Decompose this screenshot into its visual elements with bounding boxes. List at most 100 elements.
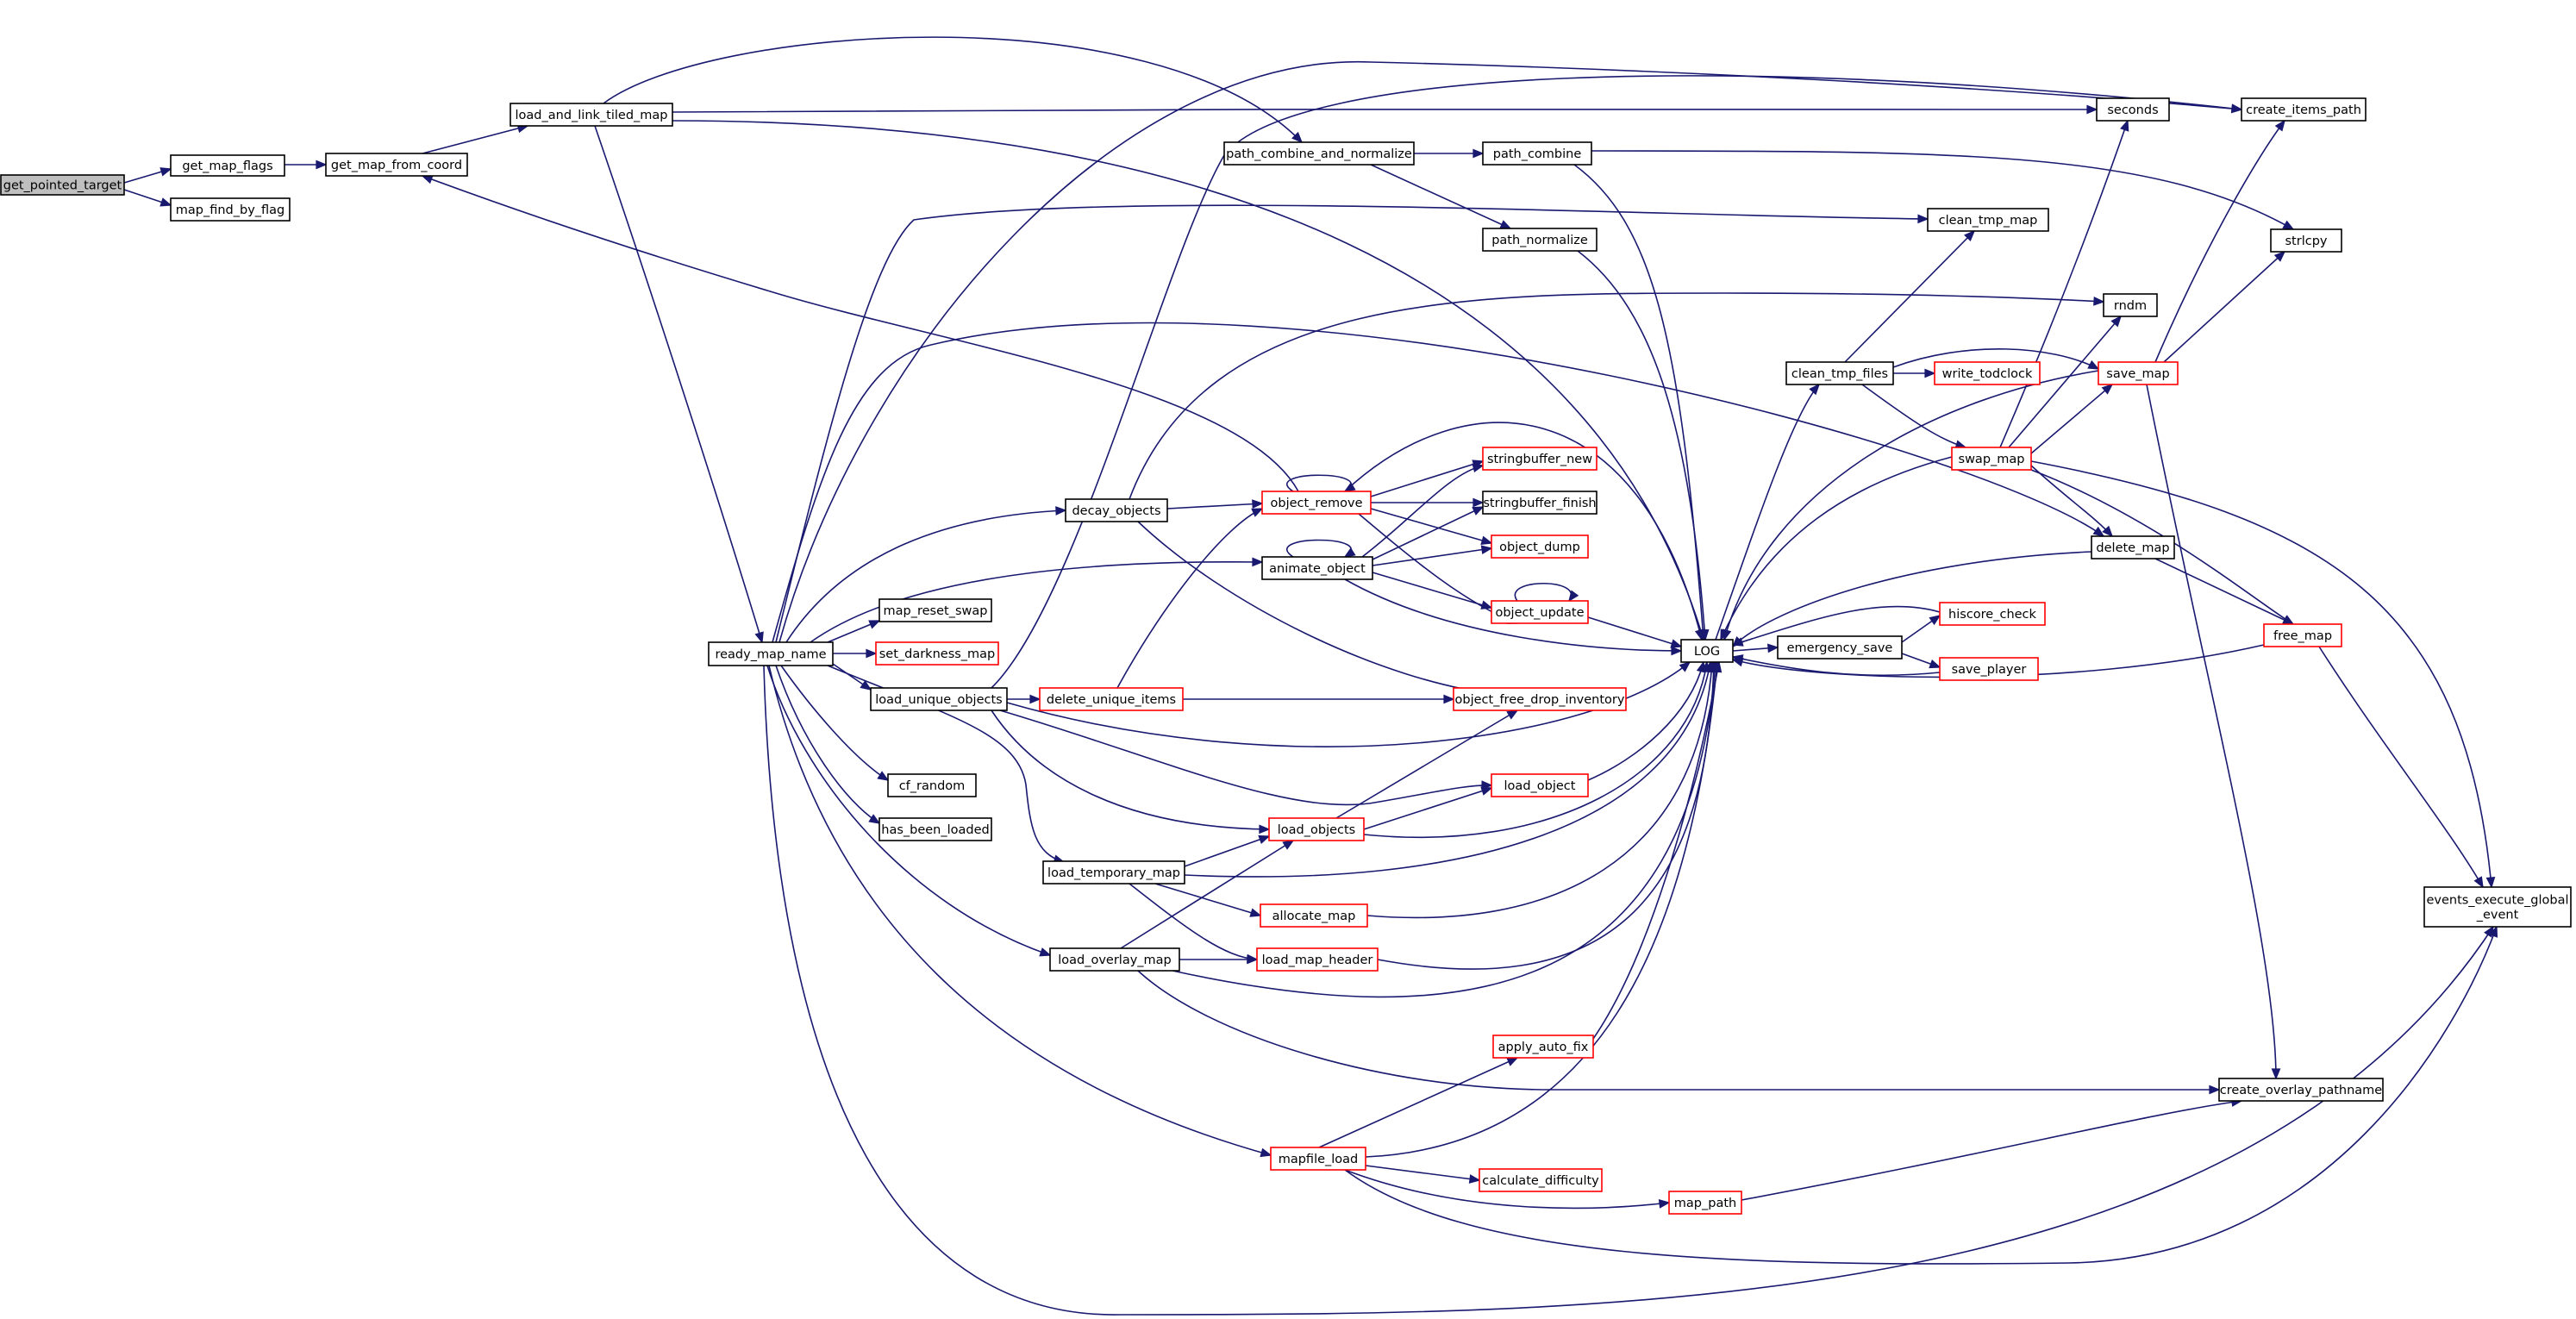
node-get_pointed_target[interactable]: get_pointed_target [0, 174, 125, 196]
node-load_map_header[interactable]: load_map_header [1256, 947, 1379, 972]
node-load_object[interactable]: load_object [1491, 773, 1589, 797]
node-box[interactable] [1482, 228, 1597, 252]
node-box[interactable] [1453, 687, 1627, 711]
node-create_overlay_pathname[interactable]: create_overlay_pathname [2218, 1078, 2384, 1102]
node-save_map[interactable]: save_map [2098, 361, 2179, 385]
node-events_execute_global_event[interactable]: events_execute_global_event [2423, 886, 2572, 928]
node-box[interactable] [1482, 141, 1592, 166]
node-box[interactable] [1939, 602, 2046, 626]
node-box[interactable] [1680, 639, 1734, 663]
node-load_overlay_map[interactable]: load_overlay_map [1049, 947, 1180, 972]
node-box[interactable] [1785, 361, 1894, 385]
node-clean_tmp_files[interactable]: clean_tmp_files [1785, 361, 1894, 385]
node-box[interactable] [1049, 947, 1180, 972]
node-box[interactable] [2096, 97, 2170, 122]
node-box[interactable] [875, 641, 999, 666]
node-path_normalize[interactable]: path_normalize [1482, 228, 1597, 252]
node-object_update[interactable]: object_update [1491, 600, 1589, 624]
node-box[interactable] [1939, 657, 2039, 681]
node-ready_map_name[interactable]: ready_map_name [708, 641, 834, 666]
node-load_unique_objects[interactable]: load_unique_objects [870, 687, 1008, 711]
node-box[interactable] [1223, 141, 1415, 166]
node-box[interactable] [170, 154, 285, 177]
node-box[interactable] [1042, 860, 1185, 885]
node-box[interactable] [1491, 534, 1589, 559]
node-object_dump[interactable]: object_dump [1491, 534, 1589, 559]
node-object_free_drop_inventory[interactable]: object_free_drop_inventory [1453, 687, 1627, 711]
node-box[interactable] [2218, 1078, 2384, 1102]
node-box[interactable] [1268, 817, 1365, 841]
node-load_and_link_tiled_map[interactable]: load_and_link_tiled_map [510, 103, 673, 127]
node-box[interactable] [1039, 687, 1184, 711]
node-LOG[interactable]: LOG [1680, 639, 1734, 663]
node-animate_object[interactable]: animate_object [1261, 556, 1373, 580]
node-box[interactable] [0, 174, 125, 196]
node-get_map_from_coord[interactable]: get_map_from_coord [325, 153, 468, 177]
node-rndm[interactable]: rndm [2103, 293, 2158, 317]
node-seconds[interactable]: seconds [2096, 97, 2170, 122]
node-delete_unique_items[interactable]: delete_unique_items [1039, 687, 1184, 711]
node-box[interactable] [2423, 886, 2572, 928]
node-box[interactable] [878, 817, 992, 841]
node-free_map[interactable]: free_map [2263, 623, 2342, 647]
node-cf_random[interactable]: cf_random [887, 773, 977, 797]
node-swap_map[interactable]: swap_map [1951, 447, 2032, 471]
node-object_remove[interactable]: object_remove [1261, 491, 1372, 515]
node-box[interactable] [1482, 491, 1597, 515]
node-box[interactable] [2270, 228, 2342, 253]
node-stringbuffer_finish[interactable]: stringbuffer_finish [1482, 491, 1597, 515]
node-box[interactable] [1777, 635, 1903, 660]
node-box[interactable] [2263, 623, 2342, 647]
node-calculate_difficulty[interactable]: calculate_difficulty [1479, 1168, 1603, 1192]
node-map_path[interactable]: map_path [1668, 1191, 1742, 1215]
node-box[interactable] [1491, 773, 1589, 797]
node-map_find_by_flag[interactable]: map_find_by_flag [170, 197, 291, 222]
node-box[interactable] [170, 197, 291, 222]
node-box[interactable] [1261, 491, 1372, 515]
node-stringbuffer_new[interactable]: stringbuffer_new [1482, 447, 1597, 471]
node-box[interactable] [1482, 447, 1597, 471]
node-emergency_save[interactable]: emergency_save [1777, 635, 1903, 660]
node-box[interactable] [887, 773, 977, 797]
node-path_combine[interactable]: path_combine [1482, 141, 1592, 166]
node-box[interactable] [1492, 1035, 1594, 1059]
node-has_been_loaded[interactable]: has_been_loaded [878, 817, 992, 841]
node-save_player[interactable]: save_player [1939, 657, 2039, 681]
node-box[interactable] [1479, 1168, 1603, 1192]
node-box[interactable] [2091, 535, 2175, 559]
node-box[interactable] [878, 598, 992, 622]
node-box[interactable] [1261, 556, 1373, 580]
node-box[interactable] [510, 103, 673, 127]
node-box[interactable] [2098, 361, 2179, 385]
node-box[interactable] [1951, 447, 2032, 471]
node-map_reset_swap[interactable]: map_reset_swap [878, 598, 992, 622]
node-set_darkness_map[interactable]: set_darkness_map [875, 641, 999, 666]
node-box[interactable] [870, 687, 1008, 711]
node-path_combine_and_normalize[interactable]: path_combine_and_normalize [1223, 141, 1415, 166]
node-get_map_flags[interactable]: get_map_flags [170, 154, 285, 177]
node-write_todclock[interactable]: write_todclock [1934, 361, 2041, 385]
node-delete_map[interactable]: delete_map [2091, 535, 2175, 559]
node-box[interactable] [2241, 97, 2367, 122]
node-box[interactable] [708, 641, 834, 666]
node-load_objects[interactable]: load_objects [1268, 817, 1365, 841]
node-box[interactable] [1260, 903, 1368, 928]
node-hiscore_check[interactable]: hiscore_check [1939, 602, 2046, 626]
node-box[interactable] [1256, 947, 1379, 972]
node-allocate_map[interactable]: allocate_map [1260, 903, 1368, 928]
node-box[interactable] [1927, 208, 2049, 232]
node-box[interactable] [1065, 498, 1168, 522]
node-box[interactable] [1491, 600, 1589, 624]
node-box[interactable] [1270, 1147, 1366, 1171]
node-box[interactable] [1934, 361, 2041, 385]
node-box[interactable] [1668, 1191, 1742, 1215]
node-decay_objects[interactable]: decay_objects [1065, 498, 1168, 522]
node-load_temporary_map[interactable]: load_temporary_map [1042, 860, 1185, 885]
node-clean_tmp_map[interactable]: clean_tmp_map [1927, 208, 2049, 232]
node-box[interactable] [2103, 293, 2158, 317]
node-mapfile_load[interactable]: mapfile_load [1270, 1147, 1366, 1171]
node-strlcpy[interactable]: strlcpy [2270, 228, 2342, 253]
node-box[interactable] [325, 153, 468, 177]
node-create_items_path[interactable]: create_items_path [2241, 97, 2367, 122]
node-apply_auto_fix[interactable]: apply_auto_fix [1492, 1035, 1594, 1059]
